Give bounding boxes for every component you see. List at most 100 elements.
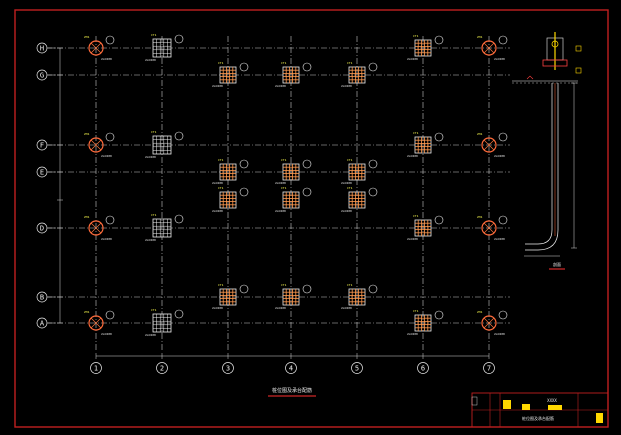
- title-block: XXXX 桩位图及承台配筋: [471, 392, 609, 428]
- pile-hatch-2: [90, 139, 102, 151]
- pile-label: ZH1: [84, 310, 90, 314]
- cap-label: CT1: [281, 61, 287, 65]
- pile-hatch-2: [90, 317, 102, 329]
- cap-section-symbol: [302, 62, 312, 72]
- cap-outline: [152, 135, 172, 155]
- pile-label: ZH1: [477, 132, 483, 136]
- pile-hatch-2: [90, 222, 102, 234]
- pile-label: ZH1: [84, 132, 90, 136]
- plan-title-text: 桩位图及承台配筋: [272, 387, 312, 394]
- axis-bubble-col-7: [483, 362, 495, 374]
- axis-bubble-col-6: [417, 362, 429, 374]
- cap-label: CT1: [347, 61, 353, 65]
- cap-outline: [282, 163, 300, 181]
- cap-label: CT1: [281, 158, 287, 162]
- axis-bubble-row-1: [36, 42, 48, 54]
- cap-note: 2x⌀200: [275, 181, 286, 185]
- cap-label: CT1: [218, 158, 224, 162]
- section-symbol: [498, 310, 508, 320]
- axis-bubble-row-6: [36, 291, 48, 303]
- cap-outline: [152, 218, 172, 238]
- cap-label: CT1: [218, 283, 224, 287]
- pile-hatch-2: [90, 42, 102, 54]
- pile-note: 2x⌀200: [494, 154, 505, 158]
- axis-bubble-row-3: [36, 139, 48, 151]
- section-cap: [542, 59, 568, 67]
- section-tag-box-2: [575, 67, 582, 74]
- axis-label-row-5: D: [40, 225, 44, 233]
- cap-outline: [282, 66, 300, 84]
- cap-label: CT1: [413, 309, 419, 313]
- pile-circle: [88, 315, 104, 331]
- axis-bubble-row-5: [36, 222, 48, 234]
- cap-section-symbol: [434, 310, 444, 320]
- cap-section-symbol: [302, 187, 312, 197]
- section-tag-box: [575, 45, 582, 52]
- cap-section-symbol: [302, 159, 312, 169]
- pile-note: 2x⌀200: [101, 57, 112, 61]
- cap-section-symbol: [302, 284, 312, 294]
- axis-bubble-col-3: [222, 362, 234, 374]
- pile-single-4: ZH1 2x⌀200: [84, 310, 115, 336]
- pile-note: 2x⌀200: [494, 57, 505, 61]
- cap-label: CT1: [347, 283, 353, 287]
- cap-label: CT1: [151, 308, 157, 312]
- cap-note: 2x⌀200: [145, 238, 156, 242]
- cap-section-symbol: [368, 284, 378, 294]
- cap-outline: [414, 39, 432, 57]
- cap-note: 2x⌀200: [341, 181, 352, 185]
- cap-outline: [348, 288, 366, 306]
- pile-circle: [88, 220, 104, 236]
- level-mark: [526, 75, 534, 80]
- cap-outline: [152, 38, 172, 58]
- cap-note: 2x⌀200: [212, 181, 223, 185]
- pile-circle: [88, 40, 104, 56]
- pile-cap-14: CT1 2x⌀200: [212, 283, 249, 310]
- cap-outline: [348, 66, 366, 84]
- pile-circle: [481, 137, 497, 153]
- axis-label-row-1: H: [40, 45, 44, 53]
- section-symbol: [105, 310, 115, 320]
- cap-note: 2x⌀200: [212, 306, 223, 310]
- axis-bubble-row-4: [36, 166, 48, 178]
- pile-cap-9: CT1 2x⌀200: [275, 158, 312, 185]
- cap-note: 2x⌀200: [145, 58, 156, 62]
- cap-outline: [219, 288, 237, 306]
- title-block-row1: XXXX: [547, 398, 557, 403]
- cap-outline: [219, 163, 237, 181]
- title-block-mark-3: [548, 405, 562, 410]
- section-symbol: [498, 215, 508, 225]
- pile-hatch-2: [483, 42, 495, 54]
- pile-cap-8: CT1 2x⌀200: [212, 158, 249, 185]
- pile-note: 2x⌀200: [494, 332, 505, 336]
- cap-section-symbol: [239, 62, 249, 72]
- pile-hatch-2: [483, 317, 495, 329]
- pile-hatch-2: [483, 139, 495, 151]
- pile-note: 2x⌀200: [101, 332, 112, 336]
- axis-label-col-6: 6: [421, 365, 425, 373]
- pile-circle: [481, 40, 497, 56]
- cap-outline: [348, 191, 366, 209]
- cap-section-symbol: [239, 284, 249, 294]
- axis-bubble-col-4: [285, 362, 297, 374]
- cap-outline: [414, 136, 432, 154]
- pile-label: ZH1: [84, 215, 90, 219]
- section-symbol: [105, 215, 115, 225]
- cap-section-symbol: [239, 187, 249, 197]
- cap-note: 2x⌀200: [212, 209, 223, 213]
- axis-label-row-6: B: [40, 294, 44, 302]
- section-column-mark: [551, 40, 559, 48]
- pile-hook-outer: [525, 229, 553, 245]
- cap-label: CT1: [218, 61, 224, 65]
- cap-section-symbol: [368, 159, 378, 169]
- cap-label: CT1: [347, 158, 353, 162]
